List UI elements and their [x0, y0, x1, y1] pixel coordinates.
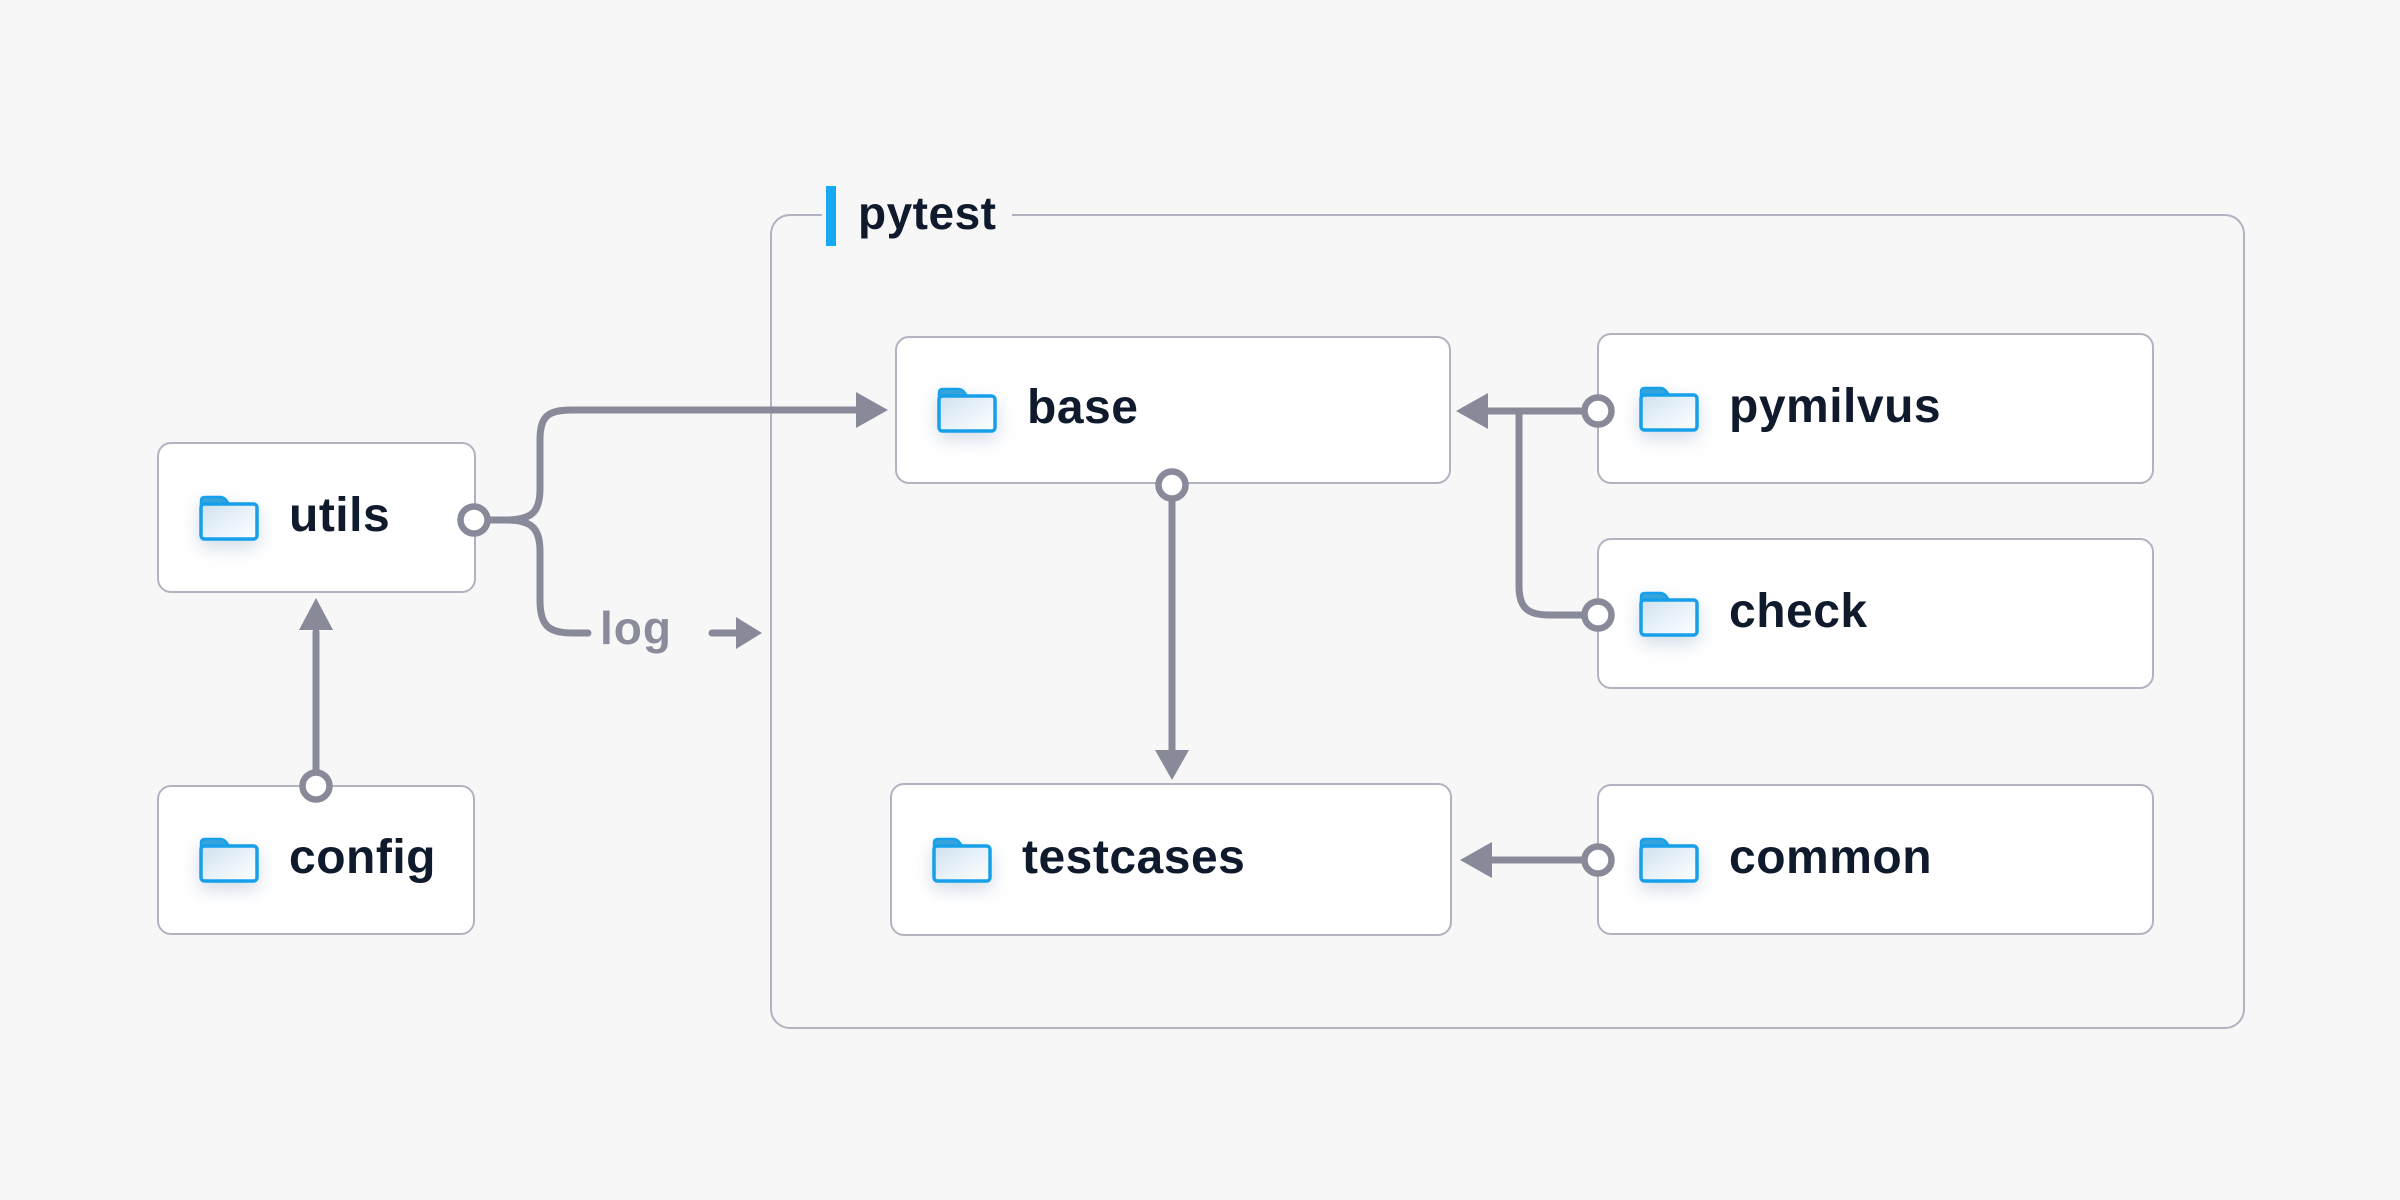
- folder-icon: [937, 387, 997, 433]
- folder-node-pymilvus: pymilvus: [1597, 333, 2154, 484]
- pytest-group-title: pytest: [858, 187, 997, 239]
- folder-label: common: [1729, 830, 1933, 884]
- arrowhead-into-utils: [299, 598, 333, 630]
- folder-icon: [1639, 837, 1699, 883]
- folder-label: testcases: [1022, 830, 1246, 884]
- folder-label: utils: [289, 488, 391, 542]
- pytest-group-container: [770, 214, 2245, 1029]
- pytest-group-label: pytest: [822, 186, 1013, 246]
- folder-label: pymilvus: [1729, 379, 1942, 433]
- arrowhead-log: [736, 617, 762, 649]
- folder-node-config: config: [157, 785, 475, 935]
- folder-icon: [932, 837, 992, 883]
- accent-bar: [826, 186, 836, 246]
- folder-icon: [1639, 386, 1699, 432]
- folder-label: config: [289, 831, 436, 884]
- folder-icon: [1639, 591, 1699, 637]
- folder-node-utils: utils: [157, 442, 476, 593]
- folder-icon: [199, 495, 259, 541]
- folder-node-common: common: [1597, 784, 2154, 935]
- folder-label: check: [1729, 584, 1868, 638]
- log-edge-label: log: [600, 602, 672, 654]
- edge-utils-to-log: [501, 516, 592, 637]
- folder-label: base: [1027, 381, 1139, 434]
- folder-node-check: check: [1597, 538, 2154, 689]
- folder-node-base: base: [895, 336, 1451, 484]
- folder-node-testcases: testcases: [890, 783, 1452, 936]
- folder-icon: [199, 837, 259, 883]
